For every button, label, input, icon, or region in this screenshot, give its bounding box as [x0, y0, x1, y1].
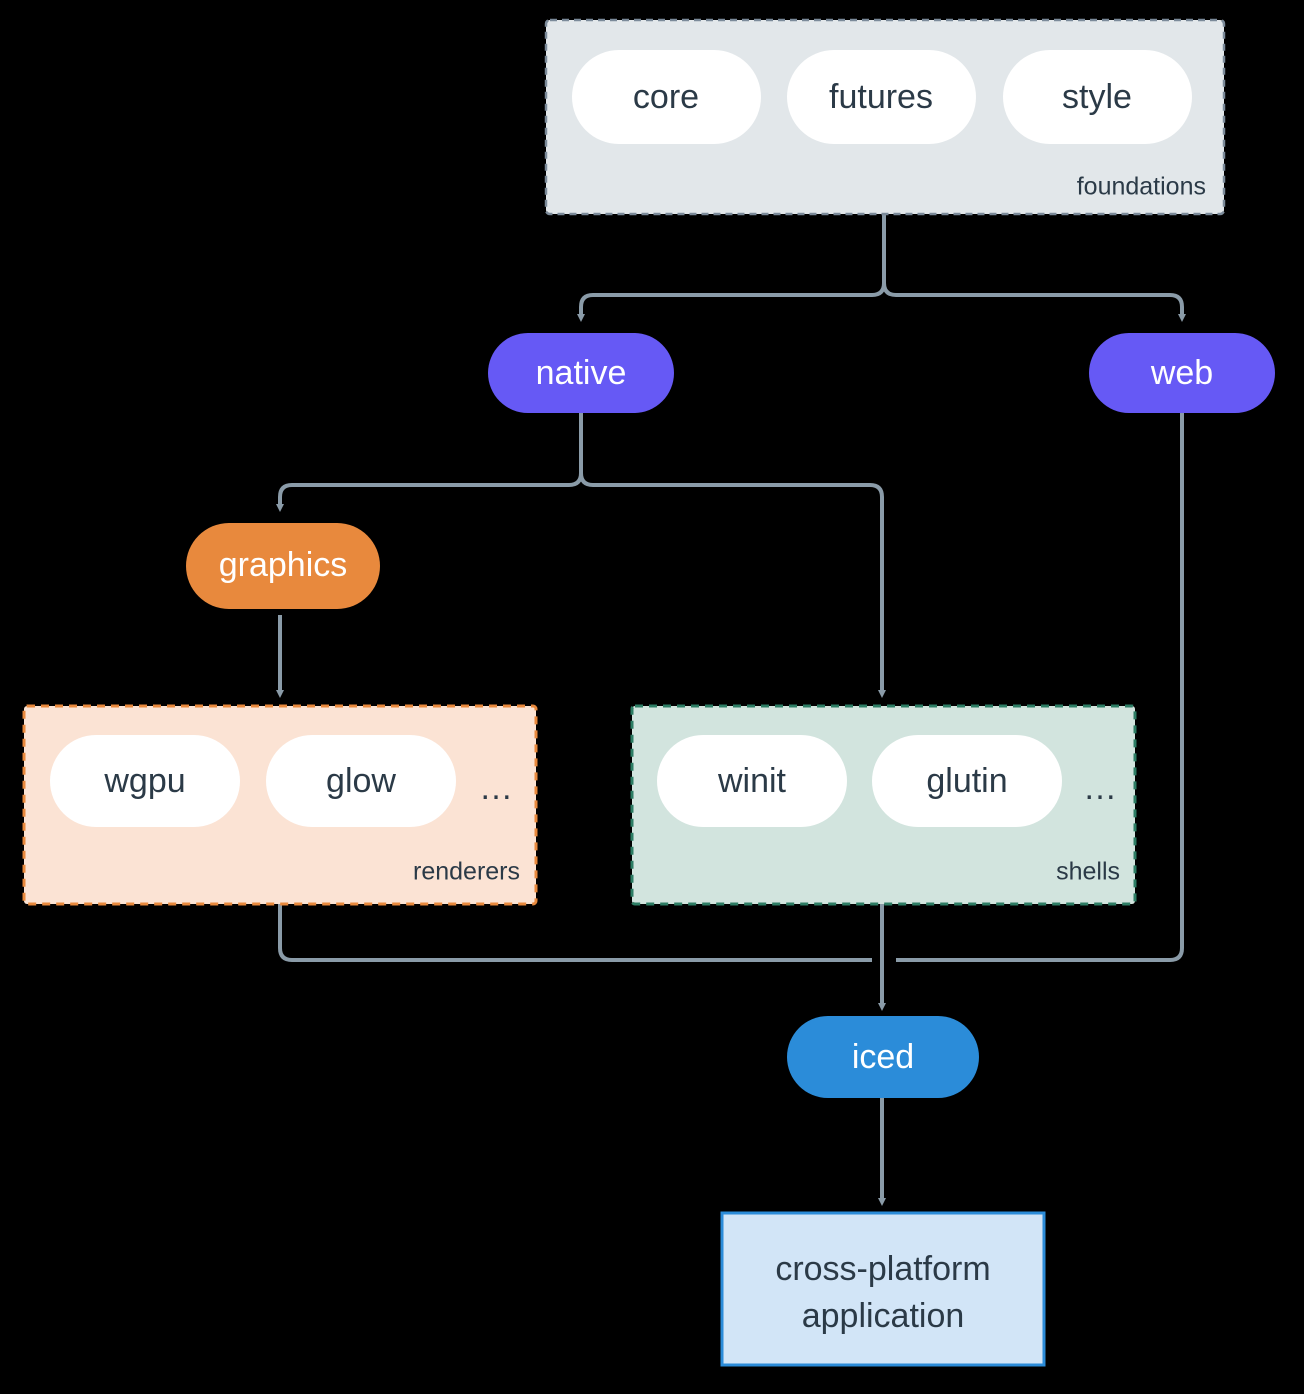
node-application-shape[interactable] [720, 1211, 1046, 1367]
node-iced[interactable]: iced [787, 1016, 979, 1098]
node-wgpu[interactable] [50, 735, 240, 827]
node-glutin-label: glutin [926, 762, 1007, 800]
edge-foundations-to-native [577, 282, 886, 322]
edge-renderers-to-iced [278, 904, 872, 962]
cluster-shells: winit glutin … shells [630, 704, 1137, 906]
node-iced-label: iced [852, 1038, 914, 1076]
node-futures[interactable] [787, 50, 976, 144]
edge-foundations-to-web [882, 282, 1186, 322]
node-graphics-shape[interactable] [186, 523, 380, 609]
edge-native-to-graphics [276, 472, 583, 512]
node-native[interactable]: native [488, 333, 674, 413]
node-web-label: web [1150, 354, 1213, 392]
node-glutin[interactable] [872, 735, 1062, 827]
node-wgpu-label: wgpu [103, 762, 185, 800]
node-application-label-line1: cross-platform [775, 1250, 990, 1288]
node-application[interactable]: cross-platform application [720, 1211, 1046, 1367]
node-native-label: native [536, 354, 627, 392]
node-futures-label: futures [829, 78, 933, 116]
node-winit[interactable] [657, 735, 847, 827]
node-shells-ellipsis: … [1083, 769, 1117, 807]
edge-web-to-iced [896, 413, 1184, 962]
node-core[interactable] [572, 50, 761, 144]
node-graphics-label: graphics [219, 546, 348, 584]
cluster-foundations-label: foundations [1077, 173, 1206, 201]
node-glow-label: glow [326, 762, 396, 800]
node-style[interactable] [1003, 50, 1192, 144]
cluster-foundations: core futures style foundations [544, 18, 1226, 216]
cluster-renderers: wgpu glow … renderers [22, 704, 538, 906]
node-web[interactable]: web [1089, 333, 1275, 413]
node-graphics[interactable]: graphics [186, 523, 380, 609]
node-glow[interactable] [266, 735, 456, 827]
cluster-renderers-label: renderers [413, 858, 520, 886]
edge-layer [276, 214, 1186, 1206]
node-winit-label: winit [717, 762, 787, 800]
node-renderers-ellipsis: … [479, 769, 513, 807]
edge-native-to-shells [579, 472, 886, 698]
node-core-label: core [633, 78, 699, 116]
cluster-shells-label: shells [1056, 858, 1120, 886]
node-style-label: style [1062, 78, 1132, 116]
node-native-shape[interactable] [488, 333, 674, 413]
node-iced-shape[interactable] [787, 1016, 979, 1098]
node-web-shape[interactable] [1089, 333, 1275, 413]
node-application-label-line2: application [802, 1297, 965, 1335]
